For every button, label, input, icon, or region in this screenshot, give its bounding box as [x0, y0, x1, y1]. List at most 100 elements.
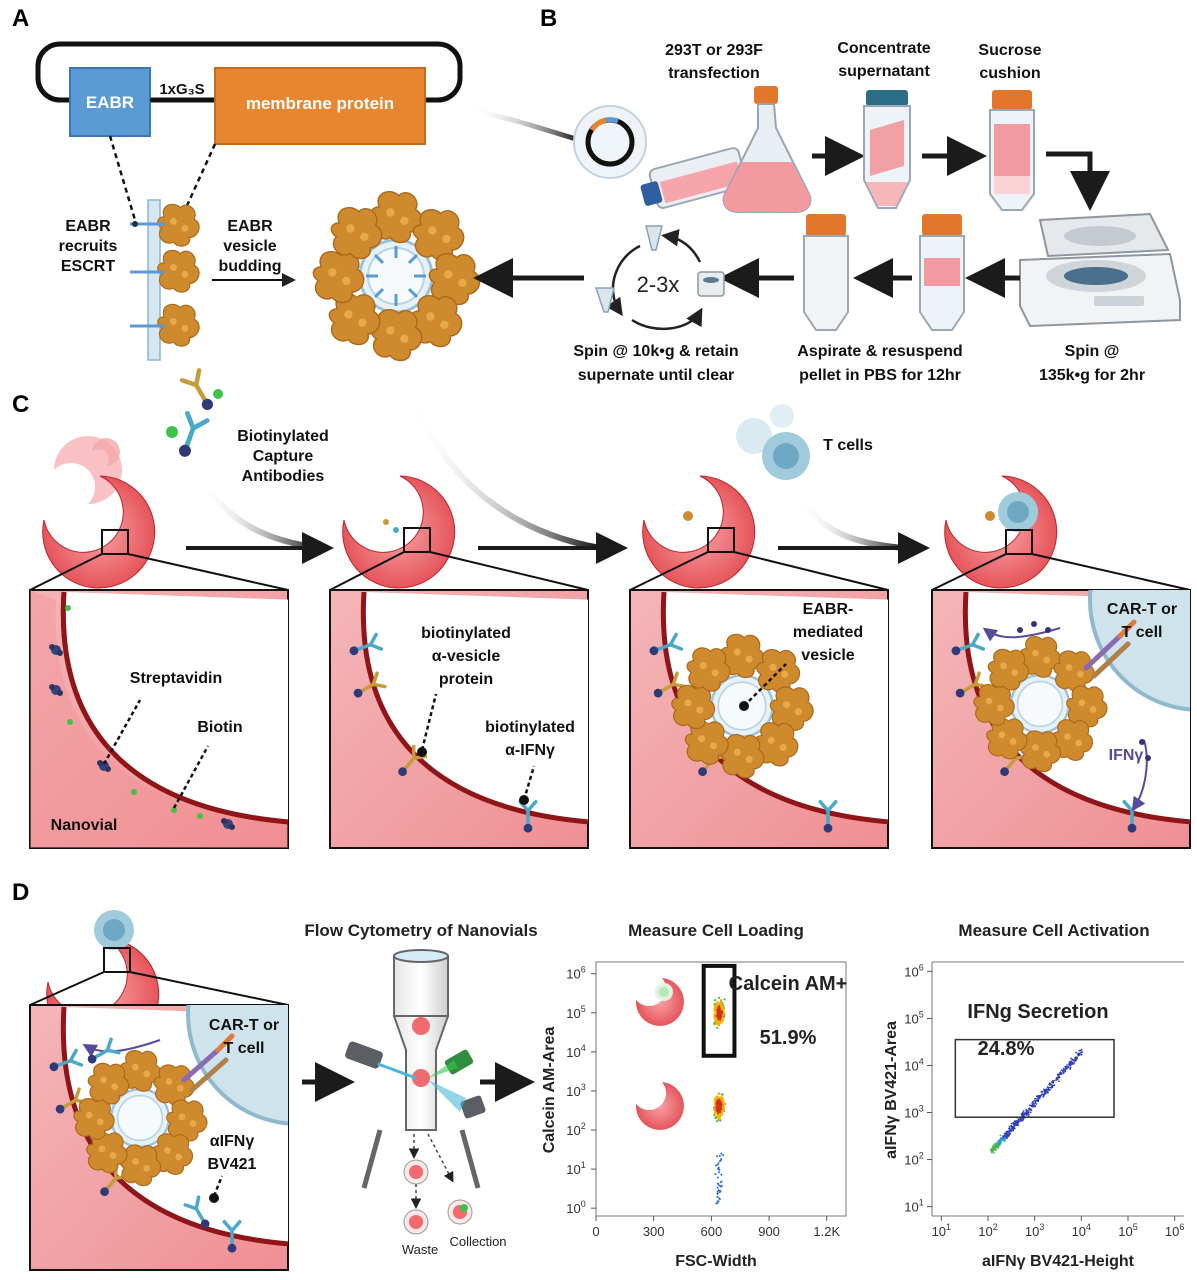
activation-point [1005, 1132, 1007, 1135]
loading-point [714, 1117, 717, 1120]
loading-point [718, 1198, 721, 1201]
activation-point [1053, 1084, 1056, 1087]
activation-point [1032, 1100, 1034, 1103]
loading-ytick-label: 104 [566, 1043, 585, 1060]
loading-point [714, 1013, 717, 1016]
activation-point [1064, 1068, 1067, 1071]
cart-c-line-2: T cell [1122, 624, 1163, 641]
activation-ytick-label: 101 [904, 1198, 923, 1215]
erlenmeyer-flask [722, 86, 812, 213]
loading-point [720, 1098, 724, 1101]
activation-point [1017, 1119, 1020, 1121]
loading-point [716, 1021, 719, 1024]
loading-point [716, 1099, 720, 1102]
loading-ytick-label: 101 [566, 1160, 585, 1177]
loading-point [713, 999, 717, 1002]
loading-point [715, 1107, 718, 1110]
activation-point [1075, 1051, 1077, 1054]
activation-point [1071, 1058, 1074, 1061]
loading-point [715, 1164, 717, 1167]
activation-point [1036, 1099, 1038, 1102]
loading-point [716, 1026, 719, 1029]
activation-point [1069, 1061, 1072, 1064]
activation-point [1022, 1112, 1024, 1114]
loading-point [723, 1102, 726, 1105]
loading-ytick-label: 102 [566, 1121, 585, 1138]
transfection-line-1: 293T or 293F [665, 42, 763, 59]
vesicle-to-nanovial-curve [407, 390, 601, 551]
loading-point [718, 1110, 721, 1113]
activation-point [1017, 1121, 1020, 1124]
loading-point [720, 1003, 723, 1006]
loading-point [716, 1202, 719, 1205]
activation-point [1049, 1083, 1052, 1086]
eabr-recruits-text: EABR recruits ESCRT [59, 218, 118, 275]
loading-point [716, 1163, 719, 1166]
activation-point [1068, 1063, 1070, 1066]
loading-point [716, 1101, 719, 1104]
loading-point [715, 1115, 718, 1118]
nanovial-c4 [944, 475, 1058, 589]
detect-line-1: αIFNγ [210, 1133, 255, 1150]
loading-xtick-label: 900 [758, 1224, 780, 1239]
activation-point [990, 1149, 993, 1151]
tcell-curve [797, 494, 907, 551]
activation-point [1042, 1096, 1045, 1098]
activation-point [1062, 1072, 1064, 1075]
linker-label: 1xG₃S [159, 81, 204, 98]
loading-plot-frame [595, 961, 847, 1217]
loading-point [722, 1108, 726, 1111]
arrow-b3 [1046, 151, 1110, 211]
tcells-icon [736, 404, 810, 480]
loading-point [716, 1000, 719, 1004]
loading-point [718, 1113, 722, 1116]
spin-fast-line-2: 135k•g for 2hr [1039, 367, 1145, 384]
capture-antibodies-icon [166, 370, 223, 460]
activation-point [1014, 1120, 1016, 1122]
loading-point [716, 1182, 719, 1185]
activation-point [1051, 1081, 1053, 1084]
spin-slow-line-2: supernate until clear [578, 367, 735, 384]
vesicle-protein-line-2: α-vesicle [432, 648, 501, 665]
budding-line-1: EABR [227, 218, 273, 235]
activation-point [1069, 1068, 1072, 1070]
budding-line-3: budding [218, 258, 281, 275]
activation-point [1060, 1069, 1063, 1071]
loading-point [716, 1155, 719, 1158]
ifng-ab-line-1: biotinylated [485, 719, 575, 736]
activation-point [1078, 1053, 1081, 1056]
loading-point [719, 1012, 722, 1015]
plasmid-construct: EABR 1xG₃S membrane protein [35, 41, 463, 145]
activation-point [1077, 1053, 1079, 1056]
loading-point [716, 1003, 719, 1006]
activation-point [1020, 1113, 1023, 1116]
loading-point [717, 1108, 720, 1111]
activation-xtick-label: 101 [932, 1222, 951, 1239]
loading-point [720, 1152, 723, 1155]
activation-point [1027, 1111, 1029, 1113]
ifng-label: IFNγ [1109, 747, 1144, 764]
activation-xtick-label: 106 [1165, 1222, 1184, 1239]
activation-point [1055, 1077, 1058, 1079]
loading-ytick-label: 100 [566, 1199, 585, 1216]
capture-line-1: Biotinylated [237, 428, 329, 445]
nanovial-label: Nanovial [51, 817, 118, 834]
activation-point [1022, 1110, 1025, 1112]
loading-point [717, 1105, 720, 1108]
membrane-with-proteins [130, 199, 200, 361]
activation-point [1019, 1120, 1021, 1122]
loading-point [714, 1173, 717, 1176]
pellet-tube-1 [919, 214, 965, 331]
loading-point [713, 1007, 716, 1010]
loading-point [715, 1018, 719, 1022]
activation-point [1047, 1088, 1050, 1091]
activation-point [1028, 1108, 1031, 1110]
loading-point [722, 1154, 725, 1157]
budding-line-2: vesicle [223, 238, 276, 255]
activation-point [1004, 1138, 1006, 1141]
activation-point [1073, 1062, 1076, 1064]
zoom-c4: CAR-T or T cell IFNγ [931, 553, 1191, 849]
activation-point [1039, 1094, 1041, 1097]
activation-point [1025, 1108, 1028, 1111]
